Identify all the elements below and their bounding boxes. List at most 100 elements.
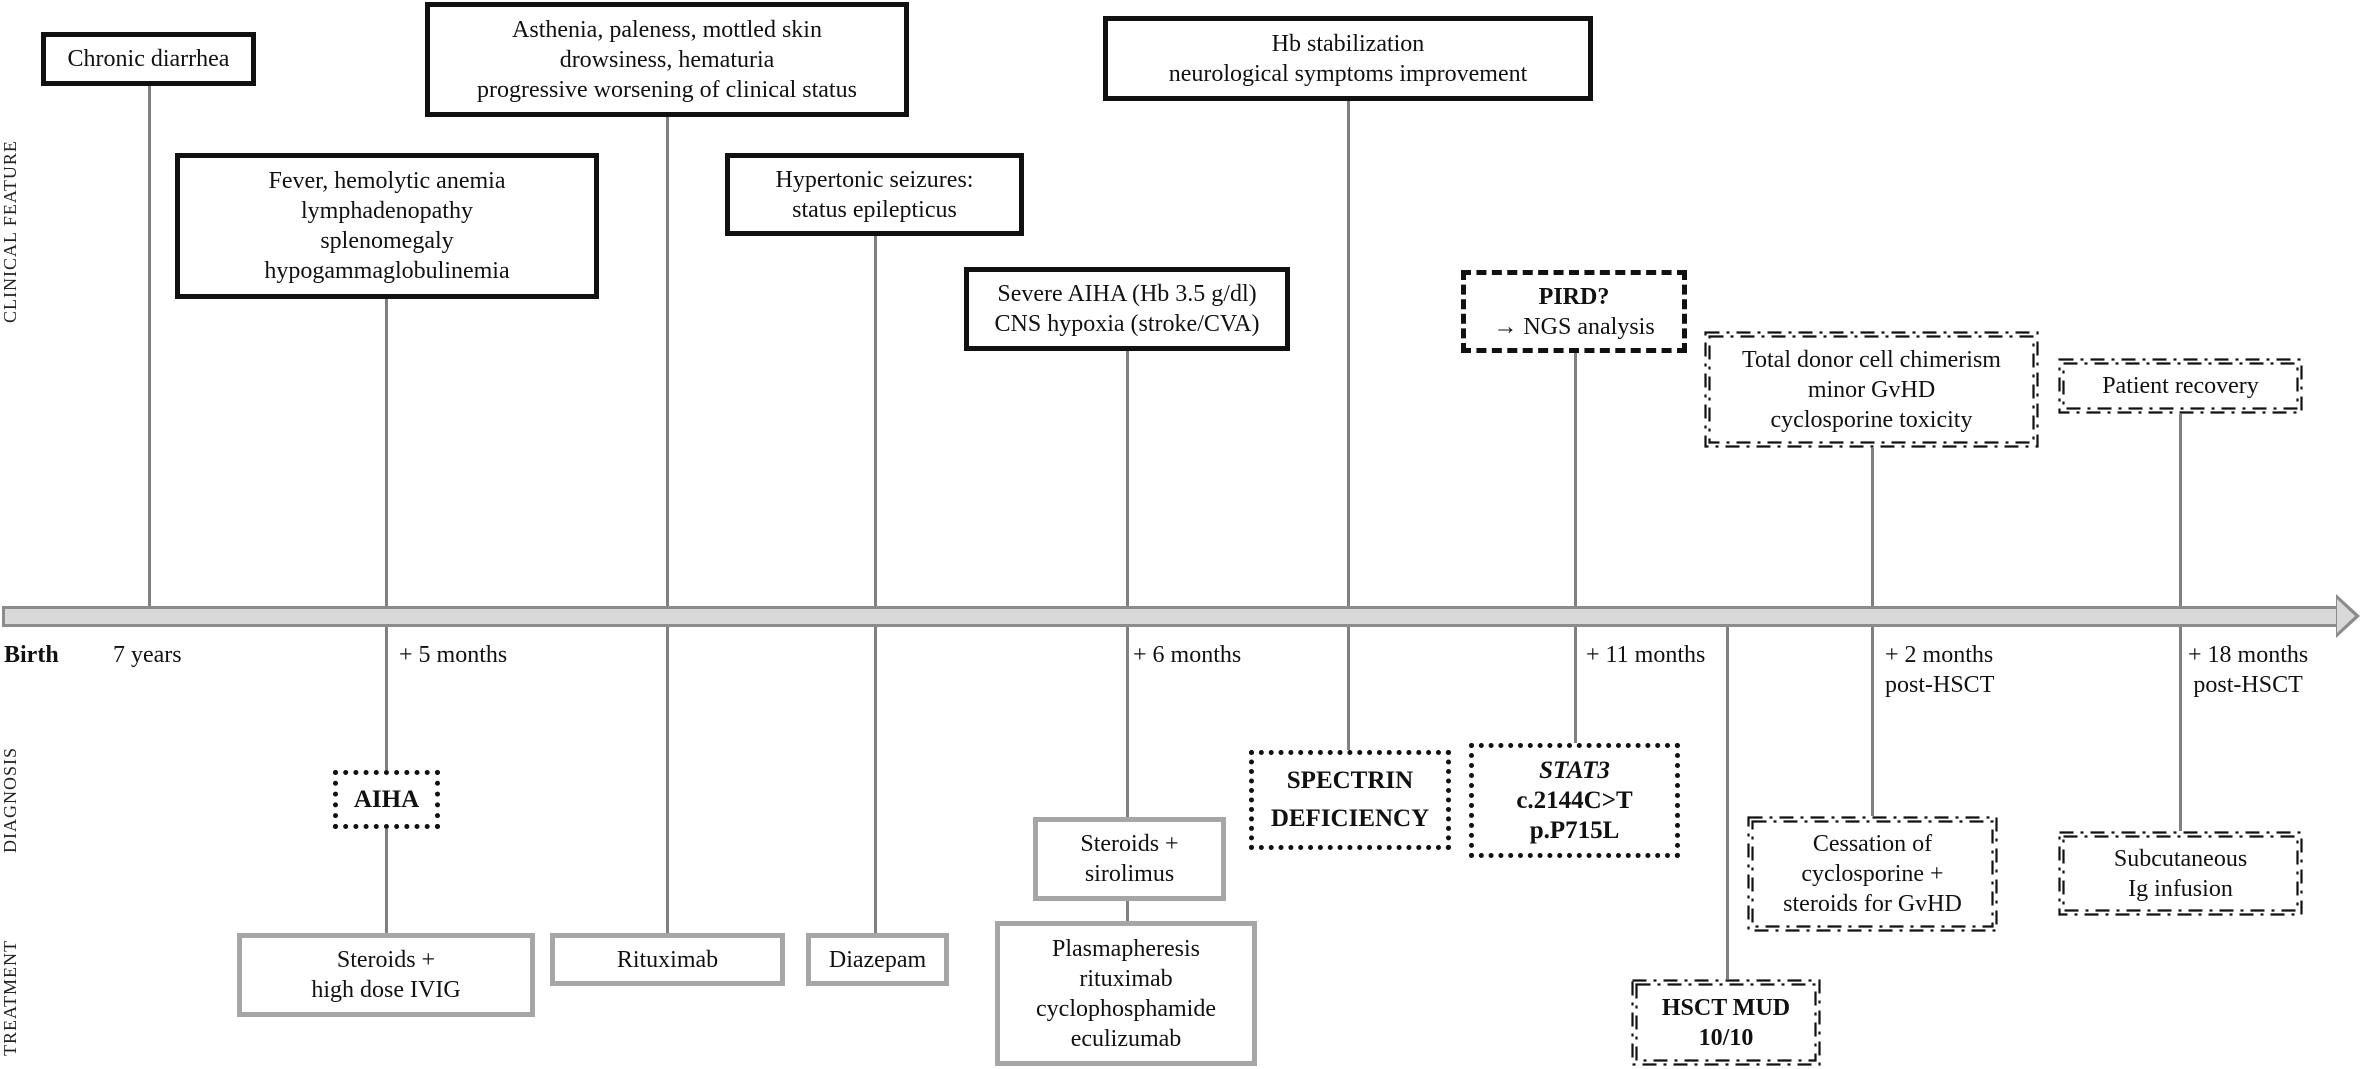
box-line: eculizumab xyxy=(1070,1025,1182,1052)
box-line: DEFICIENCY xyxy=(1270,805,1430,832)
box-line: Plasmapheresis xyxy=(1052,935,1200,962)
dash-dot-border xyxy=(1704,331,2039,448)
box-line: cyclosporine + xyxy=(1801,861,1944,887)
diagnosis-spectrin-deficiency: SPECTRIN DEFICIENCY xyxy=(1249,750,1451,850)
box-line: steroids for GvHD xyxy=(1783,891,1962,917)
timeline-line: post-HSCT xyxy=(1885,672,1995,698)
box-line: Asthenia, paleness, mottled skin xyxy=(512,16,822,43)
box-line: cyclophosphamide xyxy=(1036,995,1216,1022)
connector-line xyxy=(1726,627,1729,979)
box-line: neurological symptoms improvement xyxy=(1168,60,1528,87)
box-line: hypogammaglobulinemia xyxy=(264,258,510,284)
box-line: cyclosporine toxicity xyxy=(1770,406,1973,433)
timeline-bar xyxy=(2,606,2339,627)
connector-line xyxy=(2179,627,2182,831)
clinical-feature-label: CLINICAL FEATURE xyxy=(0,140,20,323)
timeline-plus-6-months: + 6 months xyxy=(1133,642,1242,668)
box-line: CNS hypoxia (stroke/CVA) xyxy=(994,311,1260,337)
box-line: Chronic diarrhea xyxy=(67,46,230,72)
connector-line xyxy=(666,627,669,933)
treatment-steroids-sirolimus: Steroids + sirolimus xyxy=(1033,817,1226,901)
border-stroke xyxy=(1751,820,1994,928)
box-line: Cessation of xyxy=(1812,831,1933,857)
box-line: Fever, hemolytic anemia xyxy=(268,168,506,194)
timeline-plus-5-months: + 5 months xyxy=(399,642,508,668)
border-stroke xyxy=(1708,335,2035,444)
connector-line xyxy=(1126,351,1129,606)
box-line: SPECTRIN xyxy=(1286,767,1414,794)
box-line: Hypertonic seizures: xyxy=(775,166,974,193)
box-line: status epilepticus xyxy=(792,196,957,223)
connector-line xyxy=(385,829,388,933)
box-line: Steroids + xyxy=(1080,831,1179,857)
treatment-label: TREATMENT xyxy=(0,940,20,1056)
timeline-line: + 2 months xyxy=(1885,642,1994,668)
timeline-plus-11-months: + 11 months xyxy=(1586,642,1706,668)
box-line: Ig infusion xyxy=(2128,875,2233,902)
connector-line xyxy=(1347,101,1350,606)
connector-line xyxy=(1574,627,1577,743)
box-line: splenomegaly xyxy=(320,228,454,254)
clinical-severe-aiha: Severe AIHA (Hb 3.5 g/dl) CNS hypoxia (s… xyxy=(964,267,1290,351)
border-stroke xyxy=(2058,358,2303,414)
box-line: → NGS analysis xyxy=(1493,313,1655,340)
box-line: p.P715L xyxy=(1529,816,1620,844)
border-stroke xyxy=(1704,331,2039,448)
connector-line xyxy=(1126,901,1129,921)
clinical-asthenia: Asthenia, paleness, mottled skin drowsin… xyxy=(425,2,909,117)
connector-line xyxy=(385,299,388,606)
treatment-diazepam: Diazepam xyxy=(806,933,949,986)
box-line: AIHA xyxy=(353,785,420,813)
connector-line xyxy=(874,236,877,606)
box-line: Steroids + xyxy=(336,947,436,973)
timeline-plus-18-months-post-hsct: + 18 months post-HSCT xyxy=(2188,640,2308,700)
border-stroke xyxy=(1635,983,1817,1062)
clinical-fever-hemolytic-anemia: Fever, hemolytic anemia lymphadenopathy … xyxy=(175,153,599,299)
timeline-arrowhead-fill xyxy=(2337,599,2355,633)
connector-line xyxy=(1574,353,1577,606)
timeline-birth: Birth xyxy=(4,642,59,668)
box-line: sirolimus xyxy=(1084,861,1175,887)
timeline-7-years: 7 years xyxy=(113,642,182,668)
timeline-plus-2-months-post-hsct: + 2 months post-HSCT xyxy=(1885,640,1994,700)
connector-line xyxy=(1871,448,1874,606)
treatment-rituximab: Rituximab xyxy=(550,933,785,986)
box-line: Rituximab xyxy=(616,946,719,973)
clinical-total-donor-chimerism: Total donor cell chimerism minor GvHD cy… xyxy=(1704,331,2039,448)
border-stroke xyxy=(2062,362,2299,410)
box-line: Total donor cell chimerism xyxy=(1742,346,2001,373)
box-line: minor GvHD xyxy=(1807,376,1936,403)
box-line: PIRD? xyxy=(1538,283,1610,310)
dash-dot-border xyxy=(2058,831,2303,916)
connector-line xyxy=(1126,627,1129,817)
diagnosis-aiha: AIHA xyxy=(333,770,440,829)
connector-line xyxy=(666,117,669,606)
treatment-hsct-mud: HSCT MUD 10/10 xyxy=(1631,979,1821,1066)
box-line: 10/10 xyxy=(1698,1024,1754,1051)
box-line: drowsiness, hematuria xyxy=(559,46,775,73)
connector-line xyxy=(148,86,151,606)
clinical-hb-stabilization: Hb stabilization neurological symptoms i… xyxy=(1103,16,1593,101)
box-line: Hb stabilization xyxy=(1271,30,1425,57)
box-line: Patient recovery xyxy=(2102,373,2259,399)
clinical-hypertonic-seizures: Hypertonic seizures: status epilepticus xyxy=(725,153,1024,236)
dash-dot-border xyxy=(2058,358,2303,414)
timeline-line: + 18 months xyxy=(2188,642,2309,668)
connector-line xyxy=(1347,627,1350,750)
treatment-cessation-cyclosporine: Cessation of cyclosporine + steroids for… xyxy=(1747,816,1998,932)
box-line: high dose IVIG xyxy=(311,977,461,1003)
dash-dot-border xyxy=(1747,816,1998,932)
box-line: lymphadenopathy xyxy=(301,198,473,224)
box-line: rituximab xyxy=(1079,965,1173,992)
connector-line xyxy=(874,627,877,933)
box-line: Diazepam xyxy=(828,946,927,973)
clinical-pird-ngs-analysis: PIRD? → NGS analysis xyxy=(1461,270,1687,353)
box-line: c.2144C>T xyxy=(1516,786,1633,814)
dash-dot-border xyxy=(1631,979,1821,1066)
treatment-steroids-ivig: Steroids + high dose IVIG xyxy=(237,933,535,1017)
box-line: progressive worsening of clinical status xyxy=(477,76,857,103)
connector-line xyxy=(2179,414,2182,606)
border-stroke xyxy=(1747,816,1998,932)
border-stroke xyxy=(2062,835,2299,912)
clinical-chronic-diarrhea: Chronic diarrhea xyxy=(41,32,256,86)
